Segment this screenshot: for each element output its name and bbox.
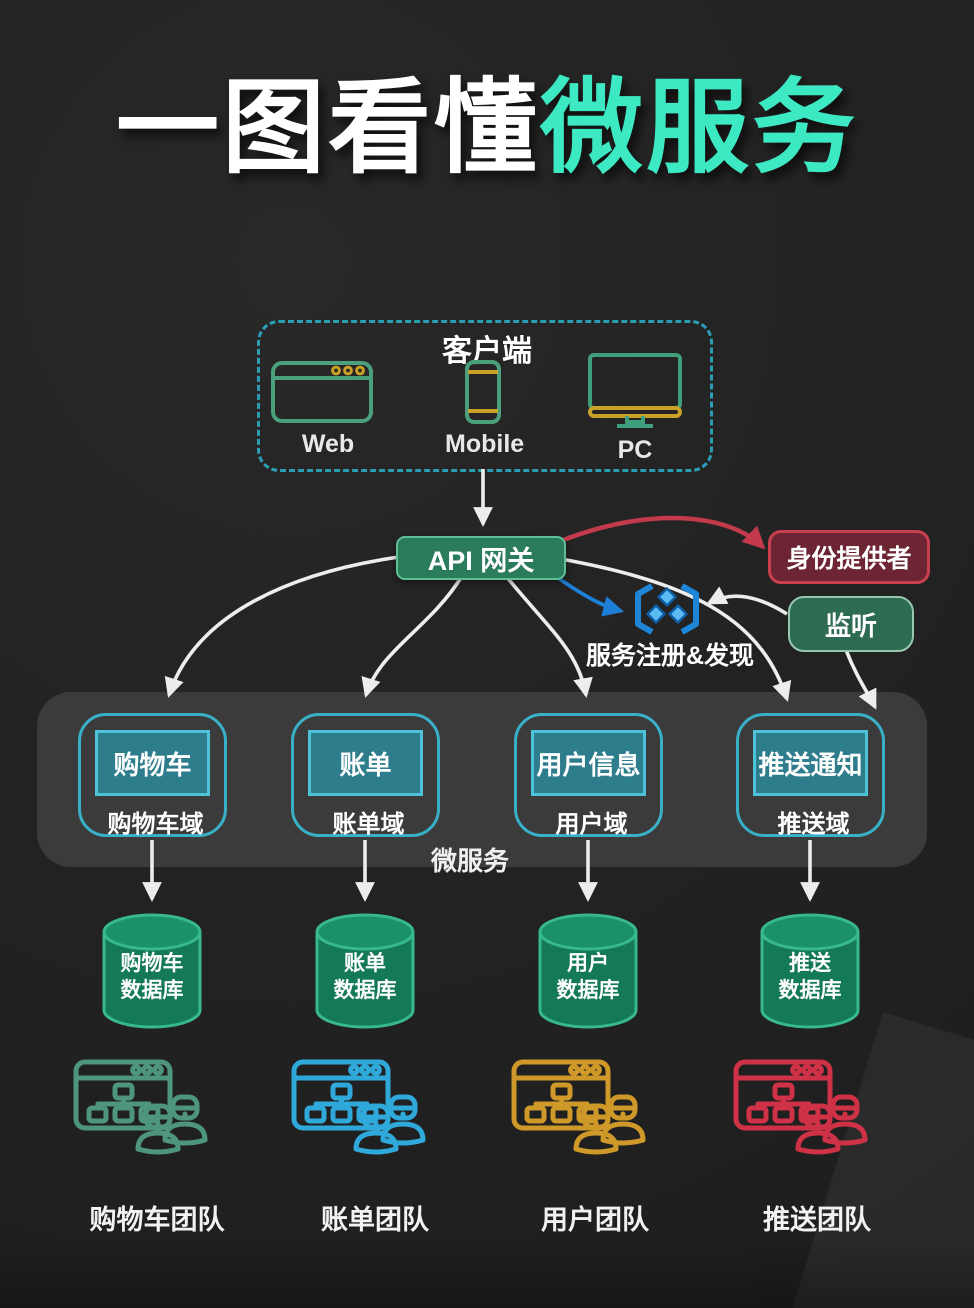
database-cart: 购物车 数据库 [97, 910, 207, 1032]
team-billing: 账单团队 [290, 1058, 460, 1235]
page-title: 一图看懂微服务 [0, 44, 974, 193]
team-label: 用户团队 [541, 1205, 649, 1235]
service-registry-label: 服务注册&发现 [585, 642, 755, 670]
arrow-listener-to-push [844, 649, 877, 710]
team-icon [290, 1058, 430, 1158]
device-mobile: Mobile [445, 360, 525, 459]
service-registry-brackets-icon [635, 583, 699, 635]
service-name: 用户信息 [531, 730, 646, 796]
team-icon [72, 1058, 212, 1158]
database-cylinder-icon [315, 913, 415, 1029]
service-name: 账单 [308, 730, 423, 796]
database-user: 用户 数据库 [533, 910, 643, 1032]
title-prefix: 一图看懂 [116, 70, 540, 185]
listener-box: 监听 [788, 596, 914, 652]
service-name: 购物车 [95, 730, 210, 796]
team-label: 账单团队 [321, 1205, 429, 1235]
service-card-billing: 账单 账单域 [291, 713, 440, 838]
client-group-box [257, 320, 713, 472]
database-label: 推送 数据库 [778, 952, 842, 1003]
team-user: 用户团队 [510, 1058, 680, 1235]
team-icon [510, 1058, 650, 1158]
api-gateway-box: API 网关 [396, 536, 566, 580]
service-card-cart: 购物车 购物车域 [78, 713, 227, 838]
arrow-gateway-to-user [504, 574, 593, 698]
team-cart: 购物车团队 [72, 1058, 242, 1235]
device-web: Web [270, 360, 386, 459]
service-domain: 用户域 [555, 811, 628, 838]
service-domain: 账单域 [332, 811, 405, 838]
title-highlight: 微服务 [540, 70, 858, 185]
database-label: 购物车 数据库 [120, 952, 184, 1003]
team-icon [732, 1058, 872, 1158]
database-cylinder-icon [102, 913, 202, 1029]
service-registry [628, 582, 706, 636]
team-label: 推送团队 [763, 1205, 871, 1235]
arrow-gateway-to-cart [164, 555, 400, 698]
arrow-gateway-to-identity [557, 515, 766, 550]
device-pc-label: PC [617, 436, 653, 464]
desktop-monitor-icon [588, 353, 682, 428]
service-name: 推送通知 [753, 730, 868, 796]
database-label: 账单 数据库 [333, 952, 397, 1003]
arrow-gateway-to-billing [361, 575, 464, 698]
database-cylinder-icon [760, 913, 860, 1029]
service-card-push: 推送通知 推送域 [736, 713, 885, 838]
arrow-listener-to-registry [706, 586, 788, 616]
identity-provider-box: 身份提供者 [768, 530, 930, 584]
team-label: 购物车团队 [89, 1205, 225, 1235]
database-push: 推送 数据库 [755, 910, 865, 1032]
team-push: 推送团队 [732, 1058, 902, 1235]
arrow-gateway-to-registry [549, 571, 625, 617]
device-mobile-label: Mobile [445, 430, 525, 458]
database-label: 用户 数据库 [556, 952, 620, 1003]
device-pc: PC [585, 352, 685, 465]
browser-window-icon [271, 361, 373, 423]
service-domain: 推送域 [777, 811, 850, 838]
arrow-gateway-to-push [560, 557, 792, 702]
database-billing: 账单 数据库 [310, 910, 420, 1032]
microservices-label: 微服务 [430, 846, 509, 876]
device-web-label: Web [301, 430, 355, 458]
database-cylinder-icon [538, 913, 638, 1029]
background-bottom-shade [0, 1238, 974, 1308]
service-card-user: 用户信息 用户域 [514, 713, 663, 838]
smartphone-icon [465, 360, 501, 424]
service-domain: 购物车域 [107, 811, 204, 838]
